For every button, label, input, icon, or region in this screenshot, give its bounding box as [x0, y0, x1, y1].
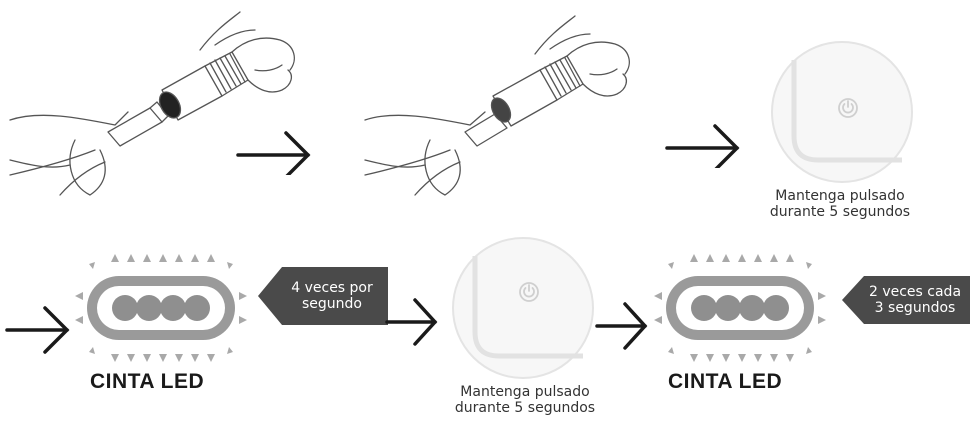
- led-strip-illustration: [654, 254, 826, 362]
- blink-rate-label: 4 veces por segundo: [291, 280, 373, 312]
- led-strip-title: CINTA LED: [90, 370, 205, 393]
- led-dot: [112, 295, 138, 321]
- power-icon: [838, 98, 858, 118]
- led-dot: [715, 295, 741, 321]
- power-button-illustration: [771, 41, 913, 183]
- blink-rate-tag: 4 veces por segundo: [258, 267, 388, 325]
- connector-unplugged-illustration: [9, 11, 295, 196]
- power-button-illustration: [452, 237, 594, 379]
- power-icon: [519, 282, 539, 302]
- hold-instruction-caption: Mantenga pulsado durante 5 segundos: [769, 188, 911, 220]
- blink-rate-label: 2 veces cada 3 segundos: [868, 284, 962, 316]
- led-dot: [691, 295, 717, 321]
- led-dot: [160, 295, 186, 321]
- arrow-right-icon: [665, 124, 740, 168]
- blink-rate-tag: 2 veces cada 3 segundos: [842, 276, 970, 324]
- led-dot: [763, 295, 789, 321]
- tag-background: [258, 267, 388, 325]
- arrow-right-icon: [5, 306, 70, 354]
- led-dot: [136, 295, 162, 321]
- arrow-right-icon: [595, 302, 648, 350]
- led-dot: [739, 295, 765, 321]
- led-strip-title: CINTA LED: [668, 370, 783, 393]
- tag-background: [842, 276, 970, 324]
- arrow-right-icon: [385, 298, 438, 346]
- arrow-right-icon: [236, 131, 311, 175]
- led-dot: [184, 295, 210, 321]
- led-strip-illustration: [75, 254, 247, 362]
- hold-instruction-caption: Mantenga pulsado durante 5 segundos: [454, 384, 596, 416]
- connector-plugged-illustration: [364, 15, 630, 196]
